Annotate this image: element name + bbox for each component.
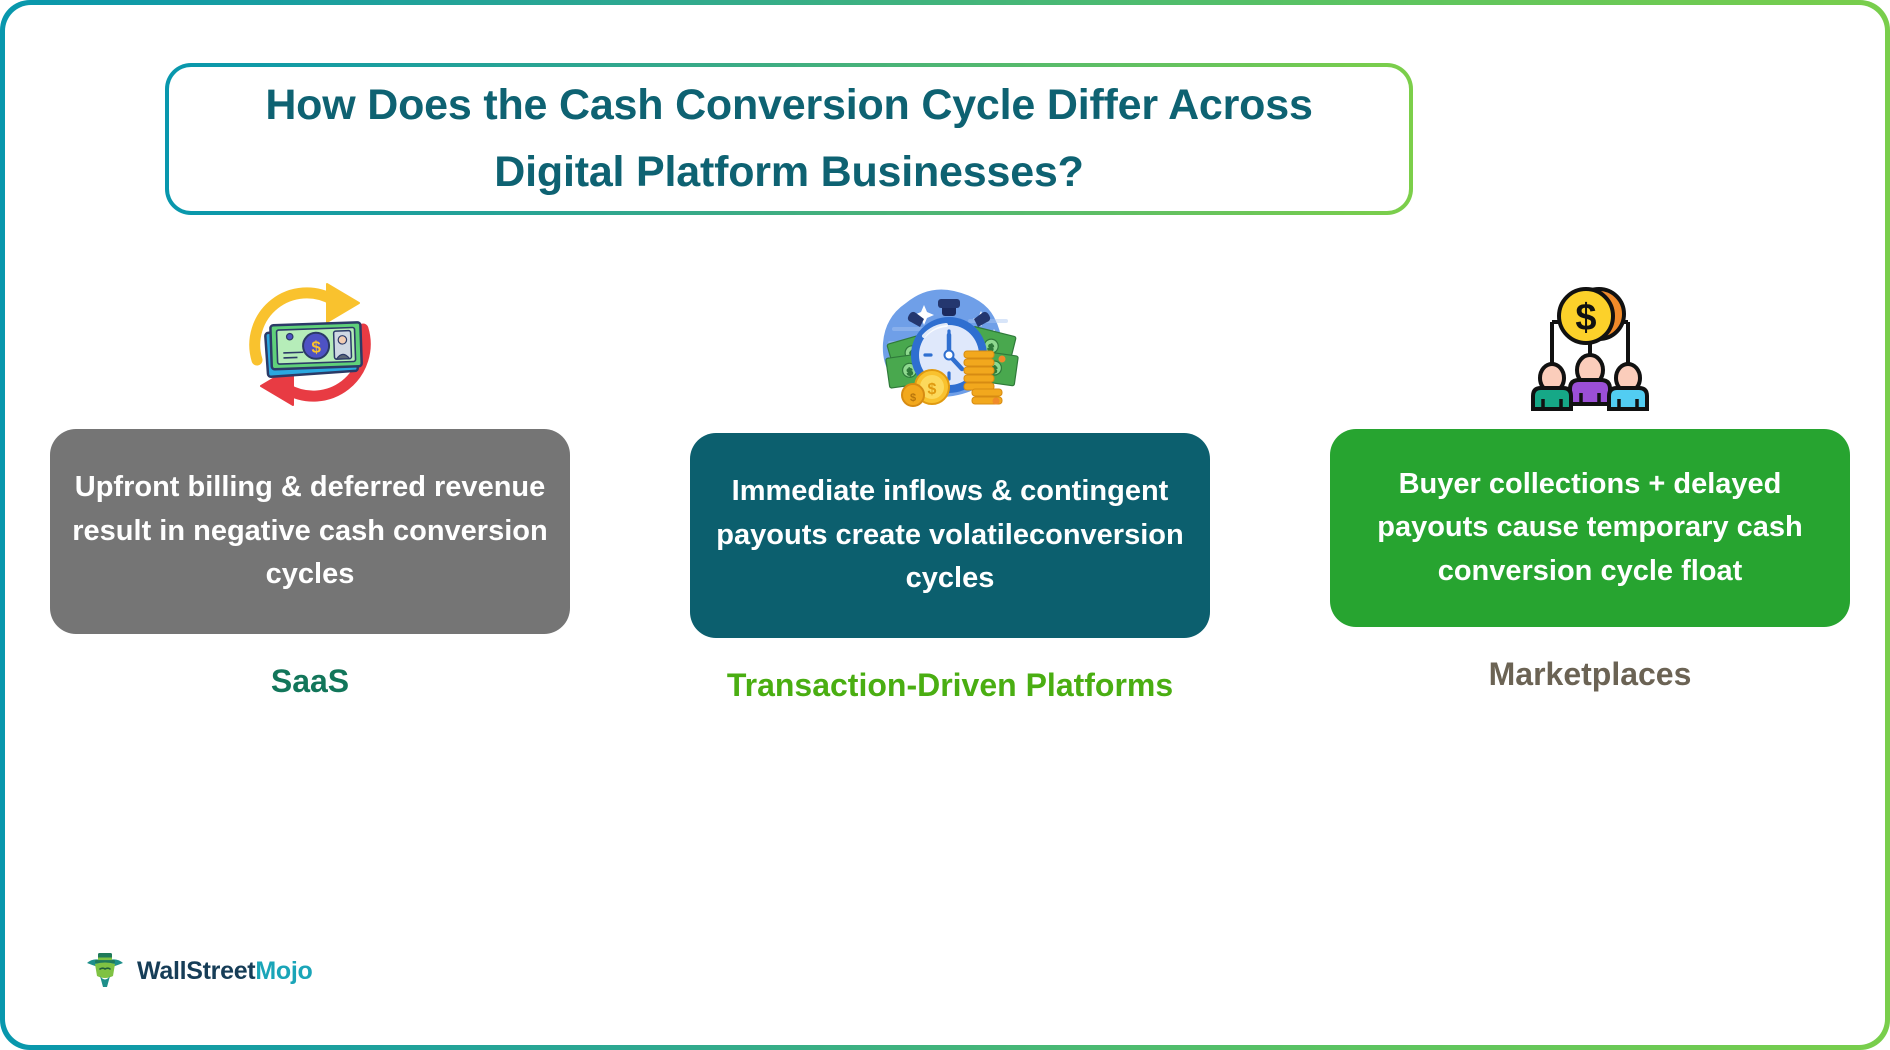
columns-container: $ Upfront billing & deferred revenue res… xyxy=(5,267,1885,707)
title-box: How Does the Cash Conversion Cycle Diffe… xyxy=(165,63,1413,215)
card-saas: Upfront billing & deferred revenue resul… xyxy=(50,429,570,634)
svg-text:$: $ xyxy=(906,367,913,379)
caption-saas: SaaS xyxy=(270,663,350,699)
title-box-inner: How Does the Cash Conversion Cycle Diffe… xyxy=(169,67,1409,211)
icon-slot-saas: $ xyxy=(235,267,385,417)
wallstreetmojo-logo[interactable]: WallStreetMojo xyxy=(83,949,313,993)
svg-text:$: $ xyxy=(986,343,994,355)
card-marketplaces-text: Buyer collections + delayed payouts caus… xyxy=(1377,467,1803,587)
column-marketplaces: $ Buy xyxy=(1330,267,1850,707)
card-transaction-driven-text: Immediate inflows & contingent payouts c… xyxy=(716,475,1184,595)
coin-network-people-icon: $ xyxy=(1531,287,1649,411)
svg-text:$: $ xyxy=(927,381,936,398)
icon-slot-transaction: $ $ $ xyxy=(868,271,1033,421)
caption-marketplaces: Marketplaces xyxy=(1488,656,1692,692)
svg-text:$: $ xyxy=(311,338,322,357)
svg-text:$: $ xyxy=(1575,297,1596,339)
logo-text-wallstreet: WallStreet xyxy=(137,956,256,985)
logo-text: WallStreetMojo xyxy=(137,956,313,986)
column-saas: $ Upfront billing & deferred revenue res… xyxy=(50,267,570,707)
logo-text-mojo: Mojo xyxy=(255,956,313,985)
stopwatch-money-icon: $ $ $ xyxy=(882,289,1019,407)
infographic-canvas: How Does the Cash Conversion Cycle Diffe… xyxy=(5,5,1885,1045)
card-marketplaces: Buyer collections + delayed payouts caus… xyxy=(1330,429,1850,627)
card-saas-text: Upfront billing & deferred revenue resul… xyxy=(72,471,548,591)
recurring-revenue-cycle-icon: $ xyxy=(249,283,371,406)
wallstreetmojo-bull-icon xyxy=(87,953,123,987)
column-transaction-driven: $ $ $ xyxy=(690,271,1210,707)
caption-transaction-driven: Transaction-Driven Platforms xyxy=(726,667,1174,703)
page-title: How Does the Cash Conversion Cycle Diffe… xyxy=(265,81,1313,196)
card-transaction-driven: Immediate inflows & contingent payouts c… xyxy=(690,433,1210,638)
svg-text:$: $ xyxy=(909,392,915,404)
icon-slot-marketplaces: $ xyxy=(1515,267,1665,417)
